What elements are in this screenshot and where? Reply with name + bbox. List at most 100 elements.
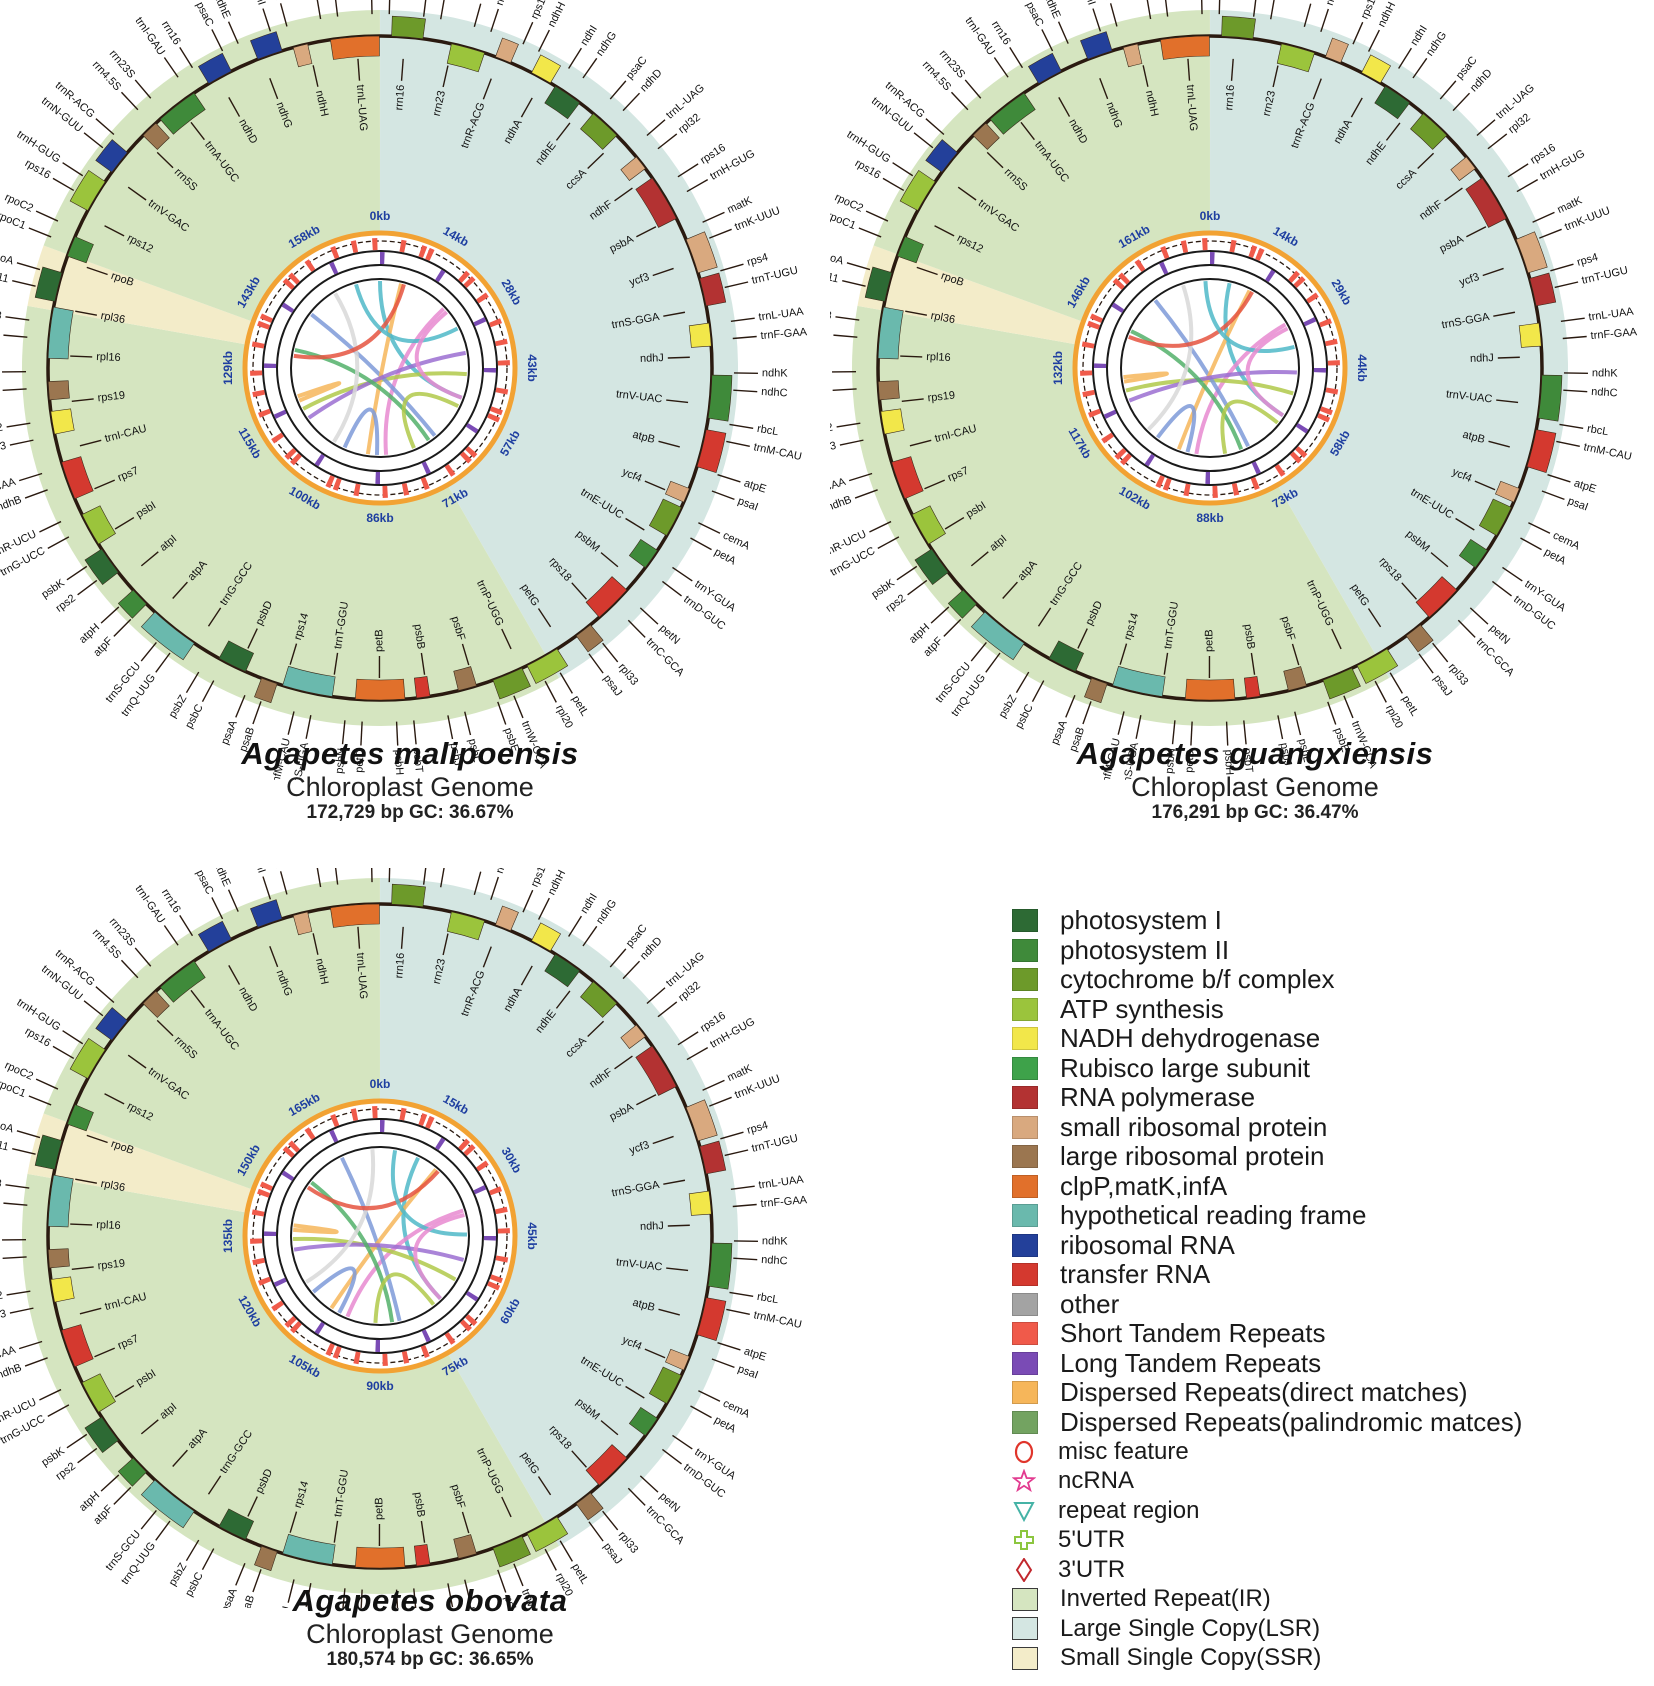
gene-label-tick (287, 1579, 295, 1603)
gene-label-tick (94, 1347, 116, 1358)
gene-label: rps8 (0, 307, 2, 322)
gene-block (620, 156, 646, 181)
gene-label: trnH-GUG (844, 129, 892, 166)
gene-label-tick (537, 608, 552, 628)
repeat-mark (325, 1343, 335, 1357)
gene-label-tick (732, 1203, 757, 1208)
gene-label-tick (1327, 701, 1337, 725)
gene-label-tick (388, 0, 391, 15)
repeat-mark (288, 1140, 300, 1153)
gene-label-tick (482, 78, 492, 100)
gene-label-tick (422, 868, 427, 885)
legend-swatch (1012, 1351, 1038, 1375)
repeat-mark (257, 320, 271, 330)
gene-block (648, 1366, 682, 1404)
gene-label: atpF (91, 635, 115, 659)
gene-label: rrn4.5S (476, 868, 497, 869)
gene-label-tick (588, 653, 604, 674)
repeat-link (307, 350, 467, 420)
gene-label-tick (269, 78, 279, 100)
gene-label-tick (970, 641, 987, 662)
gene-label: trnI-GAU (132, 15, 167, 58)
kb-tick-label: 135kb (221, 1219, 235, 1253)
gene-label-tick (66, 1433, 88, 1449)
gene-label-tick (1164, 0, 1169, 17)
gene-label-tick (1547, 474, 1571, 483)
repeat-mark (329, 1129, 339, 1143)
repeat-link (293, 1223, 339, 1235)
track-ring (290, 1146, 470, 1326)
gene-label-tick (461, 1511, 470, 1534)
gene-label-tick (464, 711, 472, 736)
gene-label: matK (726, 1062, 755, 1084)
gene-label-tick (279, 871, 288, 895)
repeat-mark (460, 451, 472, 464)
gene-block (391, 883, 426, 908)
gene-block (1084, 677, 1108, 704)
gene-label-tick (172, 1449, 188, 1467)
gene-label-tick (587, 1020, 605, 1037)
repeat-link (332, 292, 360, 443)
gene-label: rrn16 (1223, 84, 1237, 111)
gene-label-tick (1320, 8, 1330, 33)
gene-label: rbcL (756, 423, 779, 438)
gene-label: rpl2 (0, 422, 4, 437)
gene-label: rpl16 (96, 1219, 121, 1232)
gene-label-tick (702, 1079, 725, 1091)
repeat-mark (257, 408, 271, 418)
gene-label-tick (163, 925, 179, 946)
repeat-mark (435, 1137, 446, 1151)
species-name: Agapetes guangxiensis (1076, 736, 1434, 771)
gene-block (250, 899, 283, 928)
gene-label-tick (571, 1450, 587, 1468)
gene-label-tick (287, 711, 295, 735)
gene-label: trnC-GCA (1474, 636, 1517, 679)
gene-block (47, 380, 70, 401)
legend-label: Small Single Copy(SSR) (1060, 1644, 1322, 1672)
repeat-mark (444, 464, 456, 477)
gene-label: ndhA (1097, 0, 1116, 2)
gene-label: petL (1399, 694, 1420, 719)
repeat-mark (250, 1238, 263, 1244)
gene-label-tick (1002, 581, 1018, 599)
gene-label-tick (2, 388, 27, 392)
gene-label-tick (882, 177, 905, 192)
gene-block (282, 665, 336, 697)
gene-label: ndhA (267, 0, 286, 2)
repeat-mark (425, 247, 435, 261)
gene-label-tick (587, 152, 605, 169)
gene-block (688, 1190, 712, 1216)
repeat-mark (273, 409, 287, 419)
gene-label-tick (1142, 65, 1149, 87)
gene-label: petL (569, 1562, 590, 1587)
legend-label: Short Tandem Repeats (1060, 1318, 1326, 1349)
gene-label: rrn23 (1261, 90, 1278, 118)
legend-label: transfer RNA (1060, 1259, 1211, 1290)
gene-label: ndhI (249, 868, 267, 875)
gene-block (492, 667, 531, 700)
gene-label: rpoA (0, 249, 15, 267)
legend-item: Dispersed Repeats(palindromic matces) (1012, 1407, 1652, 1438)
gene-label-tick (333, 652, 339, 675)
gene-block (159, 960, 206, 1003)
gene-block (1221, 15, 1256, 40)
gene-label-tick (114, 516, 135, 530)
gene-label-tick (47, 536, 70, 549)
legend-item: clpP,matK,infA (1012, 1171, 1652, 1202)
repeat-link (1156, 404, 1197, 453)
gene-label-tick (698, 522, 721, 534)
gene-label-tick (667, 1224, 690, 1227)
gene-block (688, 322, 712, 348)
gene-label-tick (582, 925, 598, 947)
gene-label-tick (672, 566, 693, 582)
repeat-link (1128, 290, 1254, 348)
gene-label: rpl16 (96, 351, 121, 364)
gene-block (47, 1248, 70, 1269)
gene-label: rpoC2 (3, 191, 35, 214)
gene-label: rps16 (23, 1025, 53, 1049)
legend-label: small ribosomal protein (1060, 1111, 1328, 1142)
gene-label-tick (520, 97, 533, 118)
repeat-mark (350, 240, 359, 254)
gene-label: psbL (1296, 737, 1313, 763)
gene-label: atpF (921, 635, 945, 659)
